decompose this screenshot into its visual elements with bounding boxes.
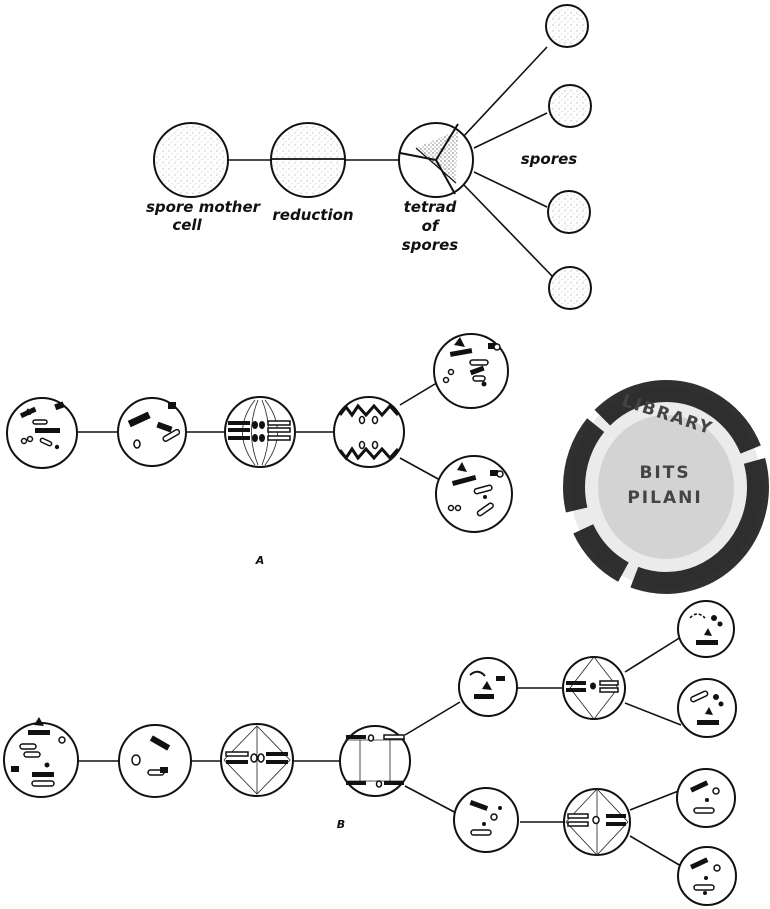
- connector-line: [404, 701, 461, 736]
- label-reduction: reduction: [272, 206, 353, 224]
- cell-b2: [118, 724, 192, 798]
- reduction-cell: [270, 122, 346, 198]
- connector-line: [461, 182, 554, 278]
- library-stamp: LIBRARY BITS PILANI: [563, 380, 769, 594]
- tetrad-of-spores-cell: [398, 122, 474, 198]
- cell-a3: [224, 396, 296, 468]
- cell-a5: [433, 333, 509, 409]
- cell-a6: [435, 455, 513, 533]
- connector-line: [473, 171, 548, 208]
- connector-line: [404, 785, 461, 816]
- label-tetrad-line2: of: [422, 217, 441, 235]
- cell-a4: [333, 396, 405, 468]
- connector-line: [461, 46, 548, 139]
- cell-b1: [3, 717, 79, 798]
- cell-b7: [562, 656, 626, 720]
- stamp-line3: PILANI: [627, 488, 702, 508]
- cell-b9: [677, 600, 735, 658]
- spore: [548, 84, 592, 128]
- cell-a2: [117, 397, 187, 467]
- spore: [547, 190, 591, 234]
- connector-line: [624, 636, 682, 673]
- cell-b10: [677, 678, 737, 738]
- label-spore-mother-line2: cell: [172, 216, 202, 234]
- cell-a1: [6, 397, 78, 469]
- connector-line: [399, 457, 441, 481]
- cell-b6: [453, 787, 519, 853]
- cell-b11: [676, 768, 736, 828]
- connector-line: [399, 380, 441, 406]
- connector-line: [473, 112, 548, 149]
- spore: [548, 266, 592, 310]
- cell-b8: [563, 788, 631, 856]
- cell-b5: [458, 657, 518, 717]
- cell-b12: [677, 846, 737, 906]
- label-spores: spores: [521, 150, 578, 168]
- panel-b: B: [3, 600, 737, 906]
- label-spore-mother-line1: spore mother: [146, 198, 262, 216]
- label-tetrad-line1: tetrad: [404, 198, 457, 216]
- stamp-line2: BITS: [639, 463, 690, 483]
- spore-mother-cell: [153, 122, 229, 198]
- label-tetrad-line3: spores: [402, 236, 459, 254]
- cell-b4: [339, 725, 411, 797]
- connector-line: [624, 702, 682, 726]
- panel-a: A: [6, 333, 513, 567]
- connector-line: [629, 835, 682, 867]
- connector-line: [629, 789, 682, 811]
- panel-a-label: A: [255, 554, 265, 567]
- cell-b3: [220, 723, 294, 797]
- top-spore-diagram: spore mother cell reduction tetrad of sp…: [146, 4, 592, 310]
- spore: [545, 4, 589, 48]
- panel-b-label: B: [337, 818, 345, 831]
